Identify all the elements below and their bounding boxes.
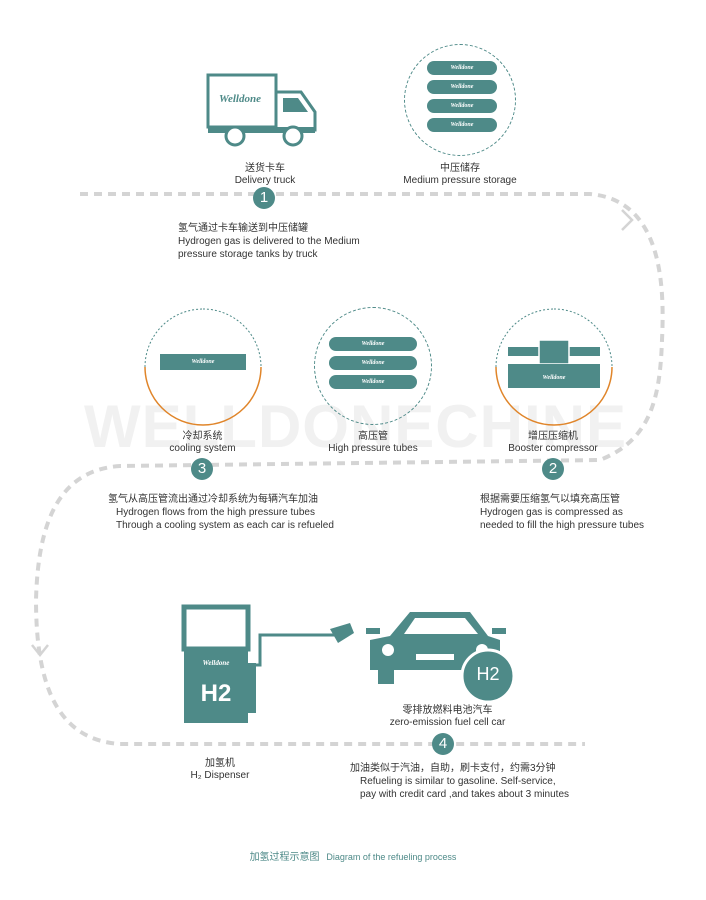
cooling-unit: Welldone <box>160 354 246 370</box>
dispenser-icon: Welldone <box>181 604 354 723</box>
hp-tube-3: Welldone <box>329 375 417 389</box>
step-2-en-line1: Hydrogen gas is compressed as <box>480 507 623 518</box>
car-icon <box>366 612 516 704</box>
step-3-en-line1: Hydrogen flows from the high pressure tu… <box>116 507 315 518</box>
truck-label-en: Delivery truck <box>234 175 296 186</box>
caption-en: Diagram of the refueling process <box>326 852 457 862</box>
step-4-en-line1: Refueling is similar to gasoline. Self-s… <box>360 776 556 787</box>
storage-tank-4: Welldone <box>427 118 497 132</box>
truck-logo: Welldone <box>219 93 261 105</box>
step-4-en-line2: pay with credit card ,and takes about 3 … <box>360 789 570 800</box>
storage-tank-1: Welldone <box>427 61 497 75</box>
step-1-badge: 1 <box>253 187 275 209</box>
step-3-en-line2: Through a cooling system as each car is … <box>116 520 334 531</box>
cooling-label-zh: 冷却系统 <box>182 431 223 442</box>
step-1-en-line2: pressure storage tanks by truck <box>178 249 318 260</box>
storage-label-zh: 中压储存 <box>440 163 480 174</box>
step-2-en-line2: needed to fill the high pressure tubes <box>480 520 644 531</box>
medium-storage-circle <box>404 44 516 156</box>
step-4-zh: 加油类似于汽油，自助，刷卡支付，约需3分钟 <box>350 763 556 774</box>
truck-icon: Welldone <box>206 73 317 147</box>
arrow-down-icon <box>31 644 49 658</box>
flow-line <box>33 192 665 746</box>
hp-tubes-label-en: High pressure tubes <box>328 443 418 454</box>
step-1-zh: 氢气通过卡车输送到中压储罐 <box>178 223 308 234</box>
step-4-badge: 4 <box>432 733 454 755</box>
storage-tank-3: Welldone <box>427 99 497 113</box>
storage-tank-2: Welldone <box>427 80 497 94</box>
arrow-right-icon <box>621 209 634 231</box>
car-label-zh: 零排放燃料电池汽车 <box>402 705 493 716</box>
caption-zh: 加氢过程示意图 <box>249 852 320 863</box>
hp-tubes-label-zh: 高压管 <box>358 431 388 442</box>
step-2-badge: 2 <box>542 458 564 480</box>
hp-tube-2: Welldone <box>329 356 417 370</box>
dispenser-h2-sign: H2 <box>200 680 232 707</box>
compressor-label-en: Booster compressor <box>508 443 598 454</box>
cooling-circle <box>144 308 262 426</box>
car-h2-badge: H2 <box>476 664 500 684</box>
diagram-caption: 加氢过程示意图 Diagram of the refueling process <box>0 848 706 863</box>
compressor-logo: Welldone <box>543 375 566 381</box>
hp-tubes-circle <box>314 307 432 425</box>
cooling-label-en: cooling system <box>169 443 236 454</box>
step-1-en-line1: Hydrogen gas is delivered to the Medium <box>178 236 360 247</box>
dispenser-logo: Welldone <box>203 659 230 667</box>
compressor-circle: Welldone <box>495 308 613 426</box>
step-2-zh: 根据需要压缩氢气以填充高压管 <box>480 494 620 505</box>
dispenser-label-en: H₂ Dispenser <box>190 770 250 781</box>
compressor-label-zh: 增压压缩机 <box>528 431 578 442</box>
truck-label-zh: 送货卡车 <box>245 163 285 174</box>
step-3-zh: 氢气从高压管流出通过冷却系统为每辆汽车加油 <box>108 494 318 505</box>
car-label-en: zero-emission fuel cell car <box>389 717 506 728</box>
hp-tube-1: Welldone <box>329 337 417 351</box>
step-3-badge: 3 <box>191 458 213 480</box>
dispenser-label-zh: 加氢机 <box>205 758 235 769</box>
storage-label-en: Medium pressure storage <box>403 175 517 186</box>
